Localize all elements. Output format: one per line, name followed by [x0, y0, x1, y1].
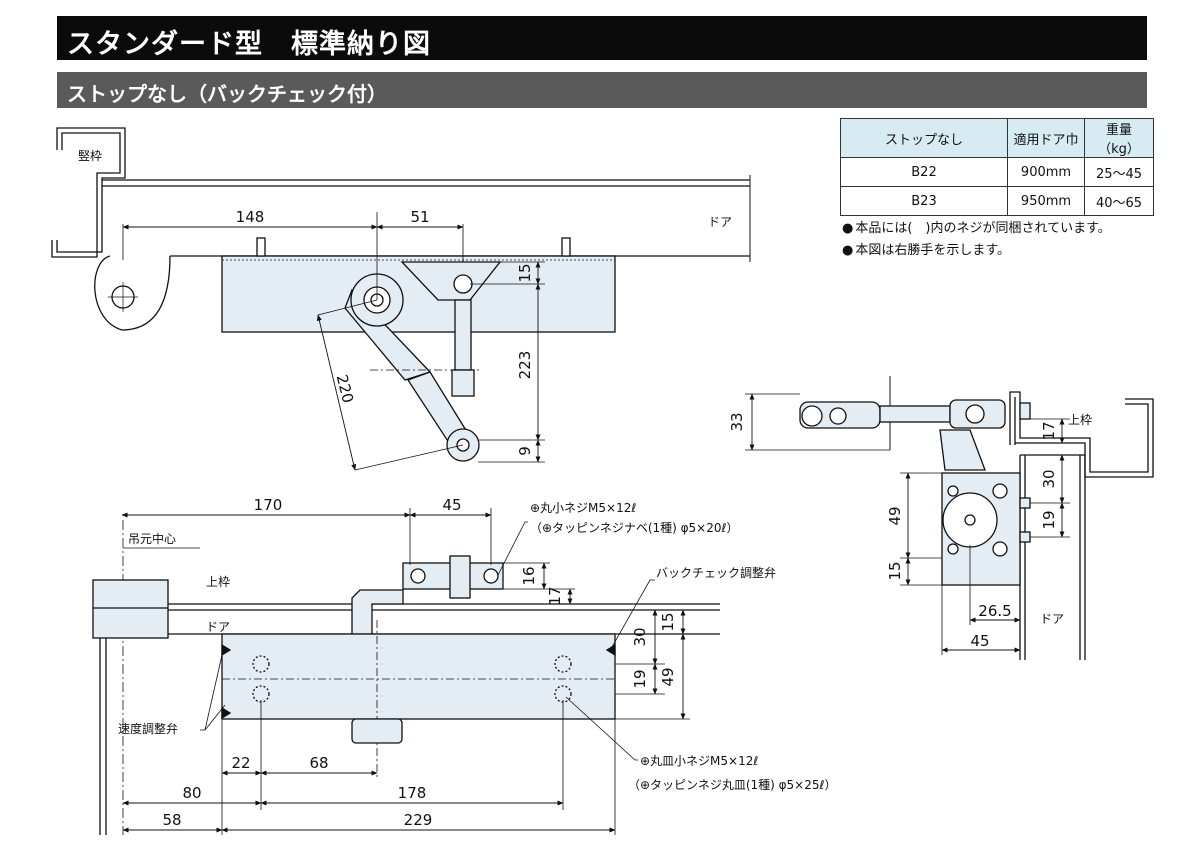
dim-30-front: 30 — [631, 627, 649, 646]
dim-68: 68 — [309, 754, 328, 772]
pinion-cap — [351, 718, 403, 744]
table-cell: 950mm — [1007, 186, 1085, 216]
speed-valve-label: 速度調整弁 — [118, 721, 178, 736]
dim-30-side: 30 — [1040, 469, 1058, 488]
table-header-row: ストップなし 適用ドア巾 重量（kg） — [840, 118, 1154, 158]
backcheck-valve-label: バックチェック調整弁 — [656, 565, 776, 580]
dim-15-side: 15 — [886, 561, 904, 580]
hinge-center-label: 吊元中心 — [128, 531, 176, 546]
dim-33: 33 — [728, 412, 746, 431]
dim-16: 16 — [520, 566, 538, 585]
section-title: ストップなし（バックチェック付） — [67, 82, 387, 106]
dim-178: 178 — [398, 784, 427, 802]
dim-26-5: 26.5 — [978, 602, 1011, 620]
dim-51: 51 — [410, 208, 429, 226]
section-title-bar: ストップなし（バックチェック付） — [57, 72, 1147, 108]
top-view — [51, 127, 751, 471]
dim-19-front: 19 — [631, 669, 649, 688]
dim-17-front: 17 — [546, 586, 564, 605]
note-item: 本図は右勝手を示します。 — [842, 240, 1111, 262]
dim-9: 9 — [516, 446, 534, 456]
closer-body-front — [221, 633, 616, 720]
door-label-front: ドア — [206, 620, 230, 634]
dim-223: 223 — [516, 351, 534, 380]
dim-49-side: 49 — [886, 506, 904, 525]
screw1-label: ⊕丸小ネジM5×12ℓ — [530, 501, 636, 515]
side-view — [745, 376, 1154, 660]
hinge-block — [92, 579, 169, 639]
dim-17-side: 17 — [1040, 421, 1058, 440]
table-row: B23 950mm 40～65 — [840, 186, 1154, 216]
table-header: 適用ドア巾 — [1007, 118, 1085, 158]
dim-148: 148 — [236, 208, 265, 226]
front-view — [92, 508, 720, 835]
dim-49-front: 49 — [659, 667, 677, 686]
dim-229: 229 — [404, 811, 433, 829]
arm-elbow — [351, 589, 404, 635]
door-label-side: ドア — [1040, 612, 1064, 626]
upper-frame-profile — [1009, 391, 1149, 473]
screw2-label: ⊕丸皿小ネジM5×12ℓ — [640, 754, 758, 768]
spec-table: ストップなし 適用ドア巾 重量（kg） B22 900mm 25～45 B23 … — [840, 118, 1154, 216]
dim-15-top: 15 — [516, 263, 534, 282]
dim-220: 220 — [333, 373, 357, 405]
vertical-frame — [51, 127, 126, 258]
page-title-bar: スタンダード型 標準納り図 — [57, 16, 1147, 60]
door-label-top: ドア — [708, 215, 732, 229]
vertical-frame-label: 竪枠 — [78, 149, 102, 163]
dim-22: 22 — [231, 754, 250, 772]
screw2-alt-label: （⊕タッピンネジ丸皿(1種) φ5×25ℓ） — [628, 778, 836, 792]
table-header: 重量（kg） — [1084, 118, 1154, 158]
upper-frame-label-side: 上枠 — [1068, 413, 1092, 427]
dim-58: 58 — [162, 811, 181, 829]
upper-frame-label-front: 上枠 — [206, 575, 230, 589]
hinge-bracket — [94, 255, 171, 331]
table-cell: 25～45 — [1084, 157, 1154, 187]
screw1-alt-label: （⊕タッピンネジナベ(1種) φ5×20ℓ） — [530, 521, 738, 535]
table-header: ストップなし — [840, 118, 1008, 158]
dim-19-side: 19 — [1040, 510, 1058, 529]
table-cell: B22 — [840, 157, 1008, 187]
table-cell: B23 — [840, 186, 1008, 216]
notes-list: 本品には( )内のネジが同梱されています。 本図は右勝手を示します。 — [842, 218, 1111, 262]
page-title: スタンダード型 標準納り図 — [67, 29, 431, 60]
table-cell: 40～65 — [1084, 186, 1154, 216]
dim-170: 170 — [254, 496, 283, 514]
dim-15-front: 15 — [659, 612, 677, 631]
dim-45-side: 45 — [970, 632, 989, 650]
note-item: 本品には( )内のネジが同梱されています。 — [842, 218, 1110, 240]
dim-45-front: 45 — [442, 496, 461, 514]
dim-80: 80 — [182, 784, 201, 802]
